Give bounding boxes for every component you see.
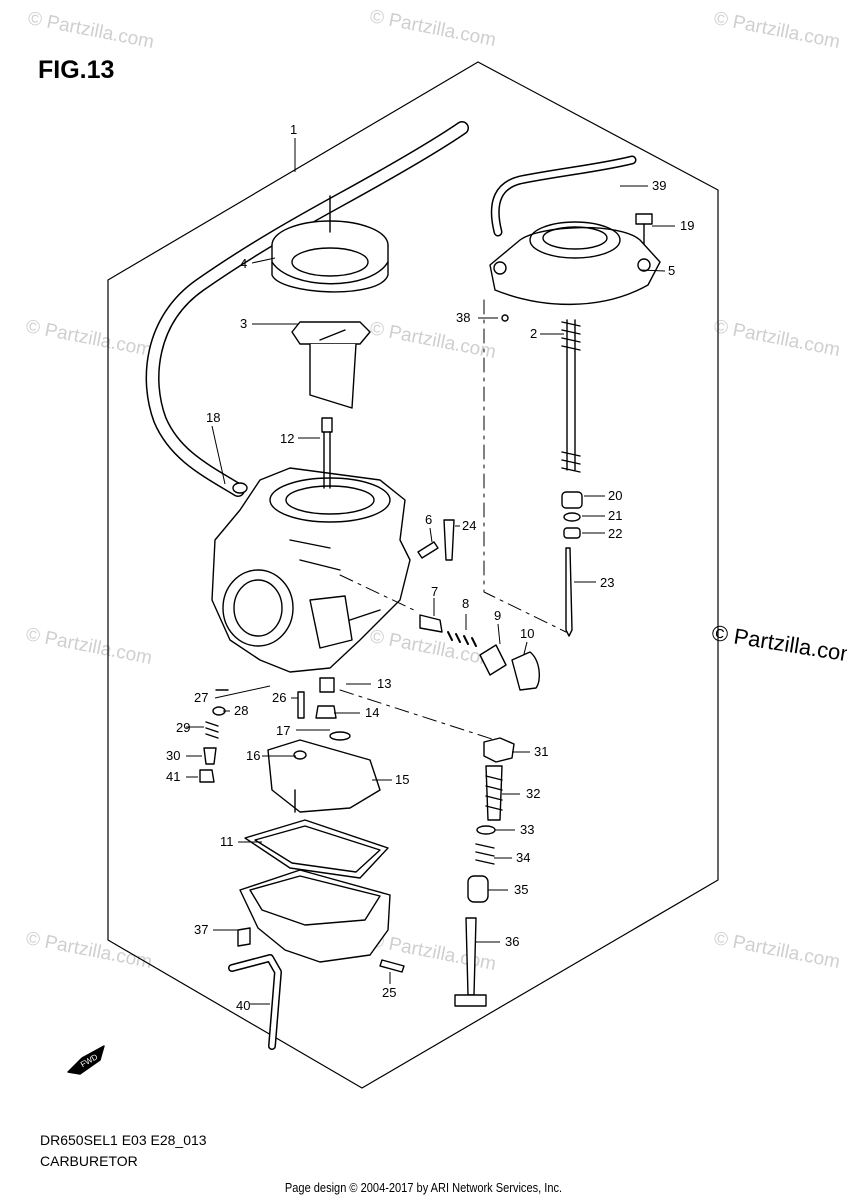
callout-35: 35 [514, 882, 528, 897]
seal-ring [476, 825, 496, 835]
drain-bolt [237, 927, 251, 947]
callout-15: 15 [395, 772, 409, 787]
pilot-screw [417, 541, 439, 559]
cap [199, 769, 215, 783]
float-bowl-gasket [244, 819, 389, 879]
diaphragm [271, 220, 389, 293]
breather-hose [145, 121, 469, 497]
o-ring [329, 731, 351, 741]
adjuster-spring [475, 843, 495, 865]
fwd-arrow-icon [67, 1045, 105, 1075]
clip [501, 314, 509, 322]
plunger-spring [447, 631, 477, 647]
callout-7: 7 [431, 584, 438, 599]
callout-17: 17 [276, 723, 290, 738]
throttle-plunger [419, 614, 443, 633]
callout-30: 30 [166, 748, 180, 763]
screw [635, 213, 653, 245]
callout-13: 13 [377, 676, 391, 691]
washer [563, 512, 581, 522]
rubber-boot [511, 651, 541, 691]
callout-21: 21 [608, 508, 622, 523]
alignment-line [339, 689, 496, 741]
needle-jet [321, 417, 333, 489]
float-bowl [239, 869, 391, 963]
carburetor-body [211, 467, 411, 673]
small-spring [205, 721, 219, 739]
needle-holder [561, 491, 583, 509]
callout-3: 3 [240, 316, 247, 331]
callout-11: 11 [220, 834, 234, 849]
callout-2: 2 [530, 326, 537, 341]
callout-39: 39 [652, 178, 666, 193]
frame-outline [107, 61, 719, 1089]
callout-29: 29 [176, 720, 190, 735]
callout-25: 25 [382, 985, 396, 1000]
cover-screw [443, 519, 455, 561]
callout-20: 20 [608, 488, 622, 503]
callout-24: 24 [462, 518, 476, 533]
jet-needle [565, 547, 573, 637]
hex-nut [483, 737, 515, 763]
callout-26: 26 [272, 690, 286, 705]
callout-1: 1 [290, 122, 297, 137]
callout-18: 18 [206, 410, 220, 425]
idle-screw [203, 747, 217, 765]
top-cover [489, 221, 661, 306]
callout-32: 32 [526, 786, 540, 801]
callout-16: 16 [246, 748, 260, 763]
callout-28: 28 [234, 703, 248, 718]
callout-4: 4 [240, 256, 247, 271]
callout-6: 6 [425, 512, 432, 527]
callout-9: 9 [494, 608, 501, 623]
pilot-jet [297, 691, 305, 719]
callout-33: 33 [520, 822, 534, 837]
callout-38: 38 [456, 310, 470, 325]
needle-clip [563, 527, 581, 539]
piston-valve [291, 321, 371, 409]
alignment-line [483, 299, 567, 633]
alignment-line [339, 574, 419, 613]
callout-37: 37 [194, 922, 208, 937]
callout-5: 5 [668, 263, 675, 278]
diagram-name: CARBURETOR [40, 1153, 138, 1169]
callout-34: 34 [516, 850, 530, 865]
callout-8: 8 [462, 596, 469, 611]
callout-27: 27 [194, 690, 208, 705]
adjuster-screw [485, 765, 503, 821]
float-assembly [267, 739, 381, 813]
model-code: DR650SEL1 E03 E28_013 [40, 1132, 207, 1148]
spacer [467, 875, 489, 903]
callout-19: 19 [680, 218, 694, 233]
bowl-screw [379, 959, 405, 973]
callout-36: 36 [505, 934, 519, 949]
callout-40: 40 [236, 998, 250, 1013]
callout-23: 23 [600, 575, 614, 590]
callout-12: 12 [280, 431, 294, 446]
main-jet-holder [319, 677, 335, 693]
callout-14: 14 [365, 705, 379, 720]
callout-41: 41 [166, 769, 180, 784]
callout-22: 22 [608, 526, 622, 541]
throttle-stop-screw [465, 917, 477, 996]
footer-credit: Page design © 2004-2017 by ARI Network S… [284, 1180, 563, 1195]
callout-31: 31 [534, 744, 548, 759]
needle-spring-rod [561, 319, 581, 473]
figure-title: FIG.13 [38, 56, 115, 84]
plunger-cap [479, 644, 507, 676]
main-jet [315, 705, 337, 719]
callout-10: 10 [520, 626, 534, 641]
